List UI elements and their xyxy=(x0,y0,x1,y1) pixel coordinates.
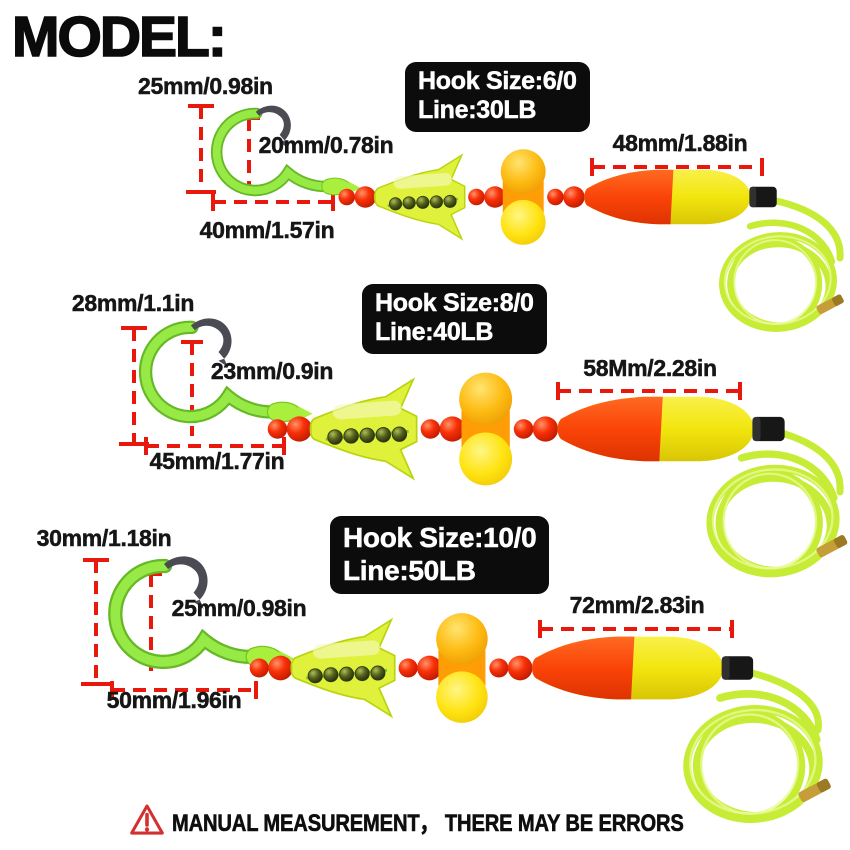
warning-text: MANUAL MEASUREMENT， THERE MAY BE ERRORS xyxy=(172,809,684,837)
spec-tag-row-2: Hook Size:8/0 Line:40LB xyxy=(362,284,547,354)
hook-gap-label: 23mm/0.9in xyxy=(210,358,334,384)
spec-tag-row-3: Hook Size:10/0 Line:50LB xyxy=(330,516,550,594)
float-length-label: 72mm/2.83in xyxy=(569,592,705,618)
hook-height-label: 28mm/1.1in xyxy=(71,290,195,316)
page-title: MODEL: xyxy=(11,4,227,70)
warning-triangle-icon xyxy=(130,804,164,835)
hook-size-label: Hook Size:6/0 xyxy=(418,67,577,96)
rig-row-3 xyxy=(81,556,832,825)
dimension-lines-row-3 xyxy=(81,558,734,699)
leader-line-row-2 xyxy=(774,428,844,496)
dimension-lines-row-2 xyxy=(119,326,742,455)
hook-gap-label: 20mm/0.78in xyxy=(258,132,394,158)
hook-size-label: Hook Size:10/0 xyxy=(343,522,537,554)
float-length-label: 58Mm/2.28in xyxy=(583,355,717,381)
line-coil-row-1 xyxy=(718,223,845,334)
leader-line-row-3 xyxy=(744,668,822,734)
float-length-label: 48mm/1.88in xyxy=(612,130,748,156)
hook-length-label: 40mm/1.57in xyxy=(199,217,335,243)
hook-gap-label: 25mm/0.98in xyxy=(171,595,307,621)
spec-tag-row-1: Hook Size:6/0 Line:30LB xyxy=(405,62,590,132)
line-strength-label: Line:30LB xyxy=(418,96,537,125)
line-coil-row-2 xyxy=(705,454,848,580)
hook-size-label: Hook Size:8/0 xyxy=(375,289,534,318)
rig-row-1 xyxy=(186,106,845,334)
hook-height-label: 30mm/1.18in xyxy=(36,525,172,551)
hook-height-label: 25mm/0.98in xyxy=(138,73,274,99)
line-strength-label: Line:50LB xyxy=(343,555,476,587)
rig-graphic-row-1 xyxy=(337,148,778,246)
hook-length-label: 45mm/1.77in xyxy=(149,448,285,474)
leader-line-row-1 xyxy=(768,196,844,262)
hook-length-label: 50mm/1.96in xyxy=(106,687,242,713)
footer-warning: MANUAL MEASUREMENT， THERE MAY BE ERRORS xyxy=(129,802,781,838)
rig-row-2 xyxy=(119,318,848,579)
line-strength-label: Line:40LB xyxy=(375,318,494,347)
